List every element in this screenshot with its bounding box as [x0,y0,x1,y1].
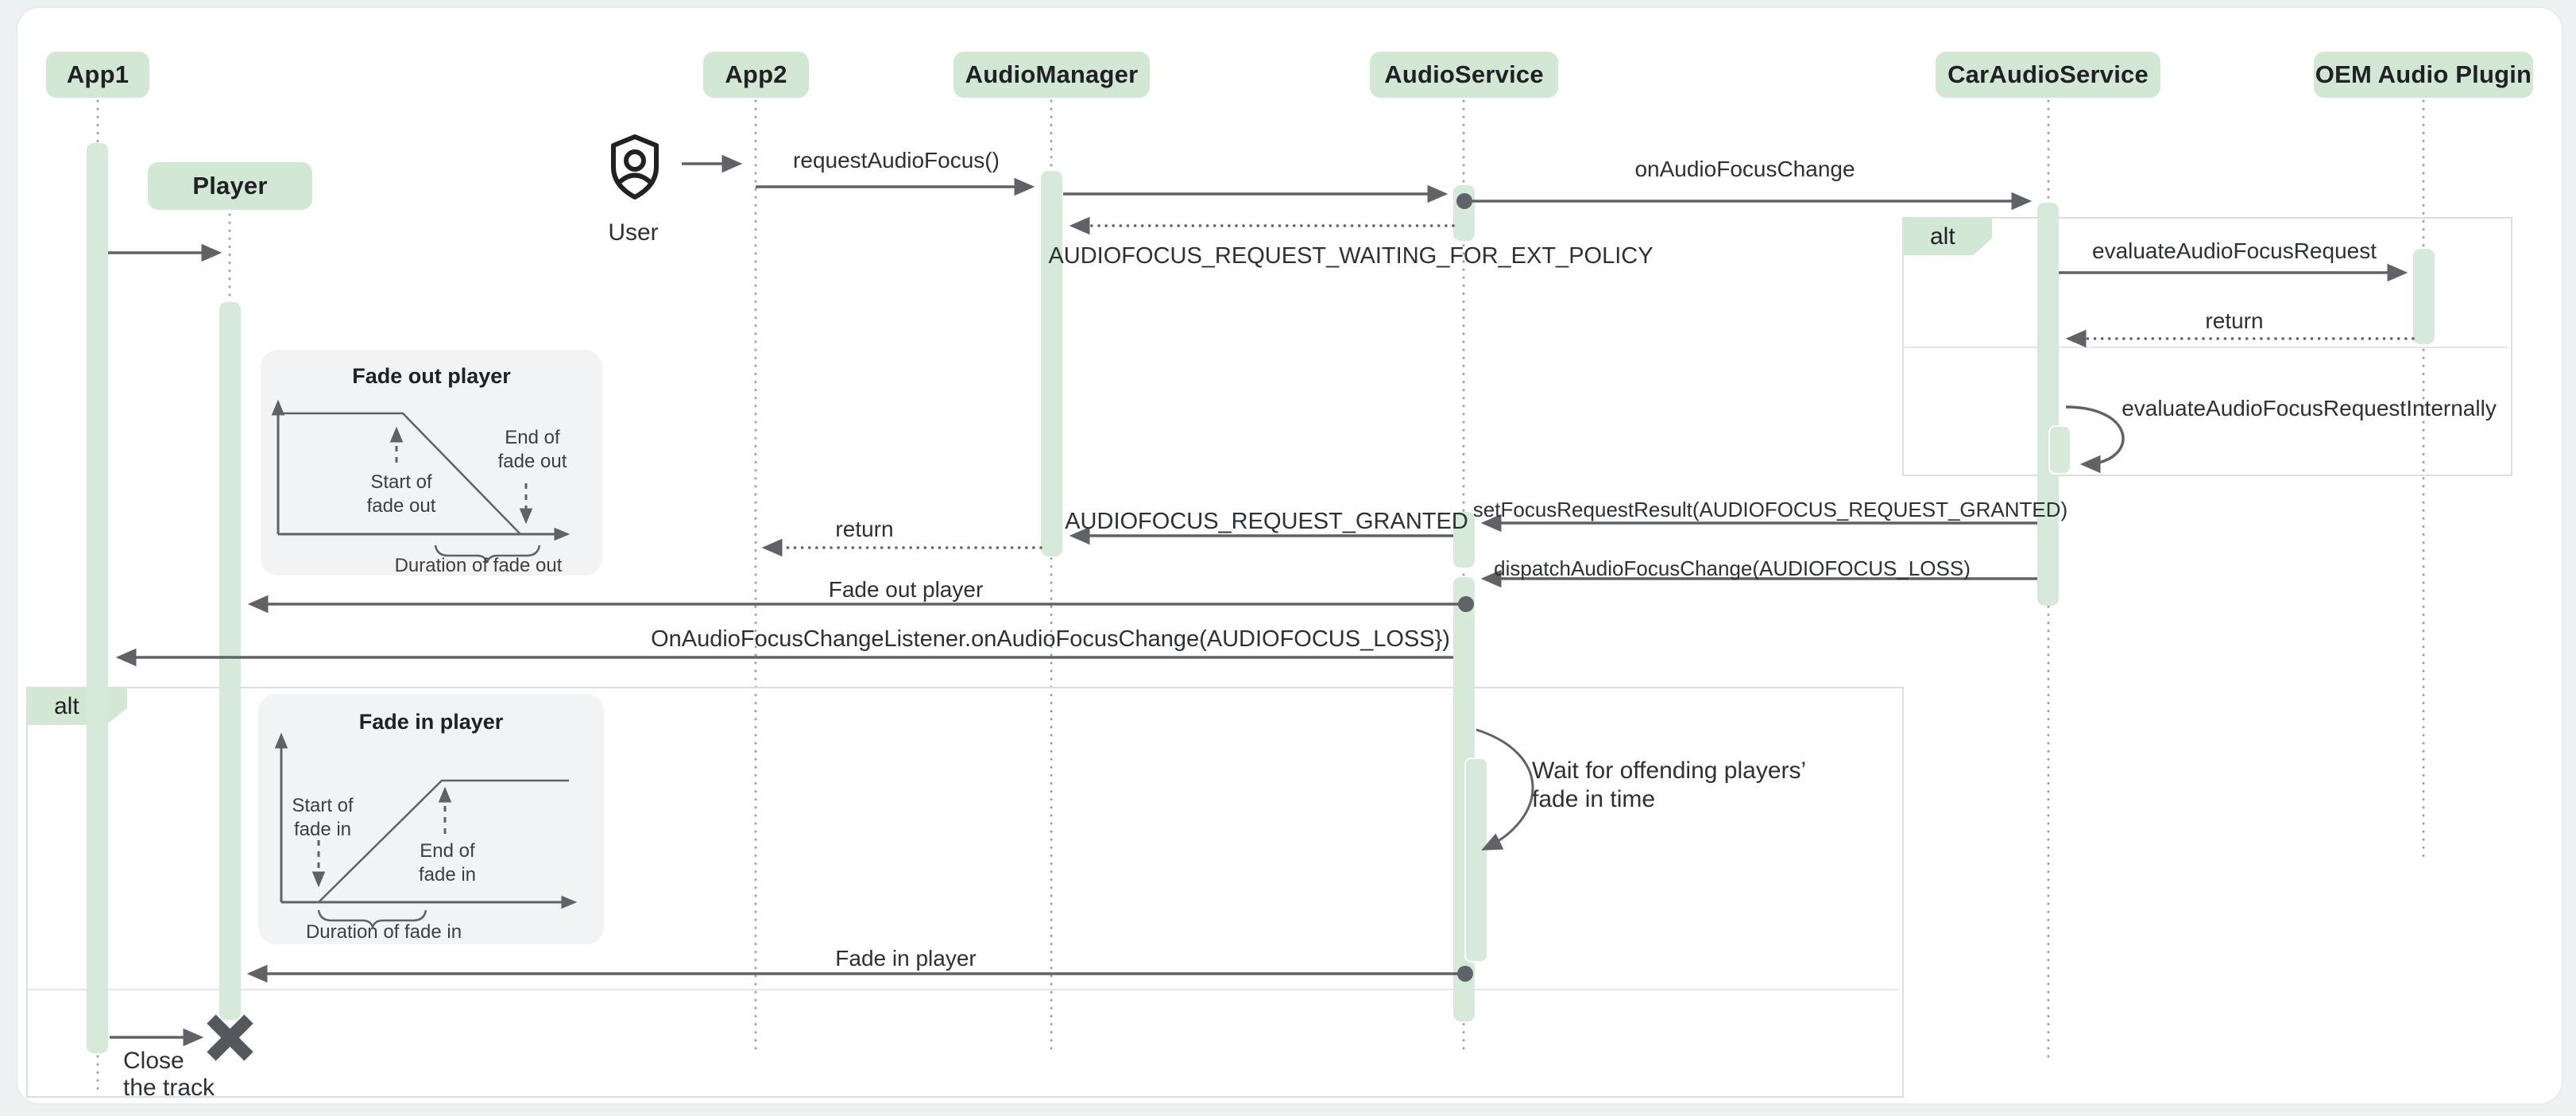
user-icon [611,134,659,200]
fade-out-chart-plot [271,399,571,564]
activation-audioservice-2 [1453,512,1475,568]
activation-oem [2413,249,2435,344]
alt-fragment-right-divider [1904,347,2508,348]
fade-in-chart-plot [274,732,578,928]
message-waiting-for-ext-policy: AUDIOFOCUS_REQUEST_WAITING_FOR_EXT_POLIC… [1048,243,1654,269]
participant-audioservice: AudioService [1370,52,1558,98]
message-request-audio-focus: requestAudioFocus() [793,148,1000,172]
alt-fragment-left-divider [28,989,1899,990]
message-on-audio-focus-change-listener: OnAudioFocusChangeListener.onAudioFocusC… [651,626,1450,652]
fade-in-chart-title: Fade in player [358,710,504,734]
activation-audiomanager [1041,171,1062,556]
activation-audioservice-nested [1464,758,1488,963]
fade-out-start-label: Start of fade out [366,471,436,517]
fade-in-duration-label: Duration of fade in [305,921,462,943]
message-fade-out-player: Fade out player [828,577,984,602]
fade-in-start-label: Start of fade in [292,795,354,840]
message-audiofocus-request-granted: AUDIOFOCUS_REQUEST_GRANTED [1065,509,1468,534]
participant-app1: App1 [46,52,149,98]
participant-oem-audio-plugin: OEM Audio Plugin [2314,52,2533,98]
note-close-the-track: Close the track [123,1048,215,1101]
message-evaluate-internally: evaluateAudioFocusRequestInternally [2122,396,2497,420]
message-evaluate-audio-focus-request: evaluateAudioFocusRequest [2091,238,2377,263]
activation-audioservice-1 [1453,185,1475,241]
note-wait-for-fade-in: Wait for offending players’ fade in time [1532,758,1807,812]
fade-out-duration-label: Duration of fade out [394,555,563,576]
activation-caraudioservice-nested [2048,425,2071,475]
activation-player [219,302,241,1020]
user-label: User [608,219,659,246]
activation-app1 [87,143,108,1053]
participant-caraudioservice: CarAudioService [1936,52,2160,98]
fade-in-chart: Fade in player Start of fade in End of f… [258,694,604,944]
message-return-oem: return [2205,308,2264,333]
fade-in-end-label: End of fade in [418,840,477,885]
message-on-audio-focus-change: onAudioFocusChange [1634,157,1855,181]
fade-out-chart: Fade out player Start of fade out End of… [261,350,602,576]
participant-audiomanager: AudioManager [953,52,1150,98]
message-dispatch-audio-focus-change: dispatchAudioFocusChange(AUDIOFOCUS_LOSS… [1494,556,1971,580]
alt-fragment-right-label: alt [1903,218,1992,255]
message-return-audiomanager: return [835,517,894,541]
alt-fragment-left-label: alt [27,688,127,725]
fade-out-end-label: End of fade out [497,427,567,472]
participant-player: Player [148,162,312,210]
activation-caraudioservice [2037,203,2059,606]
alt-fragment-left [26,687,1904,1098]
alt-fragment-right [1902,217,2512,476]
message-set-focus-request-result: setFocusRequestResult(AUDIOFOCUS_REQUEST… [1472,498,2068,521]
fade-out-chart-title: Fade out player [352,364,511,388]
participant-app2: App2 [703,52,809,98]
message-fade-in-player: Fade in player [835,946,977,971]
